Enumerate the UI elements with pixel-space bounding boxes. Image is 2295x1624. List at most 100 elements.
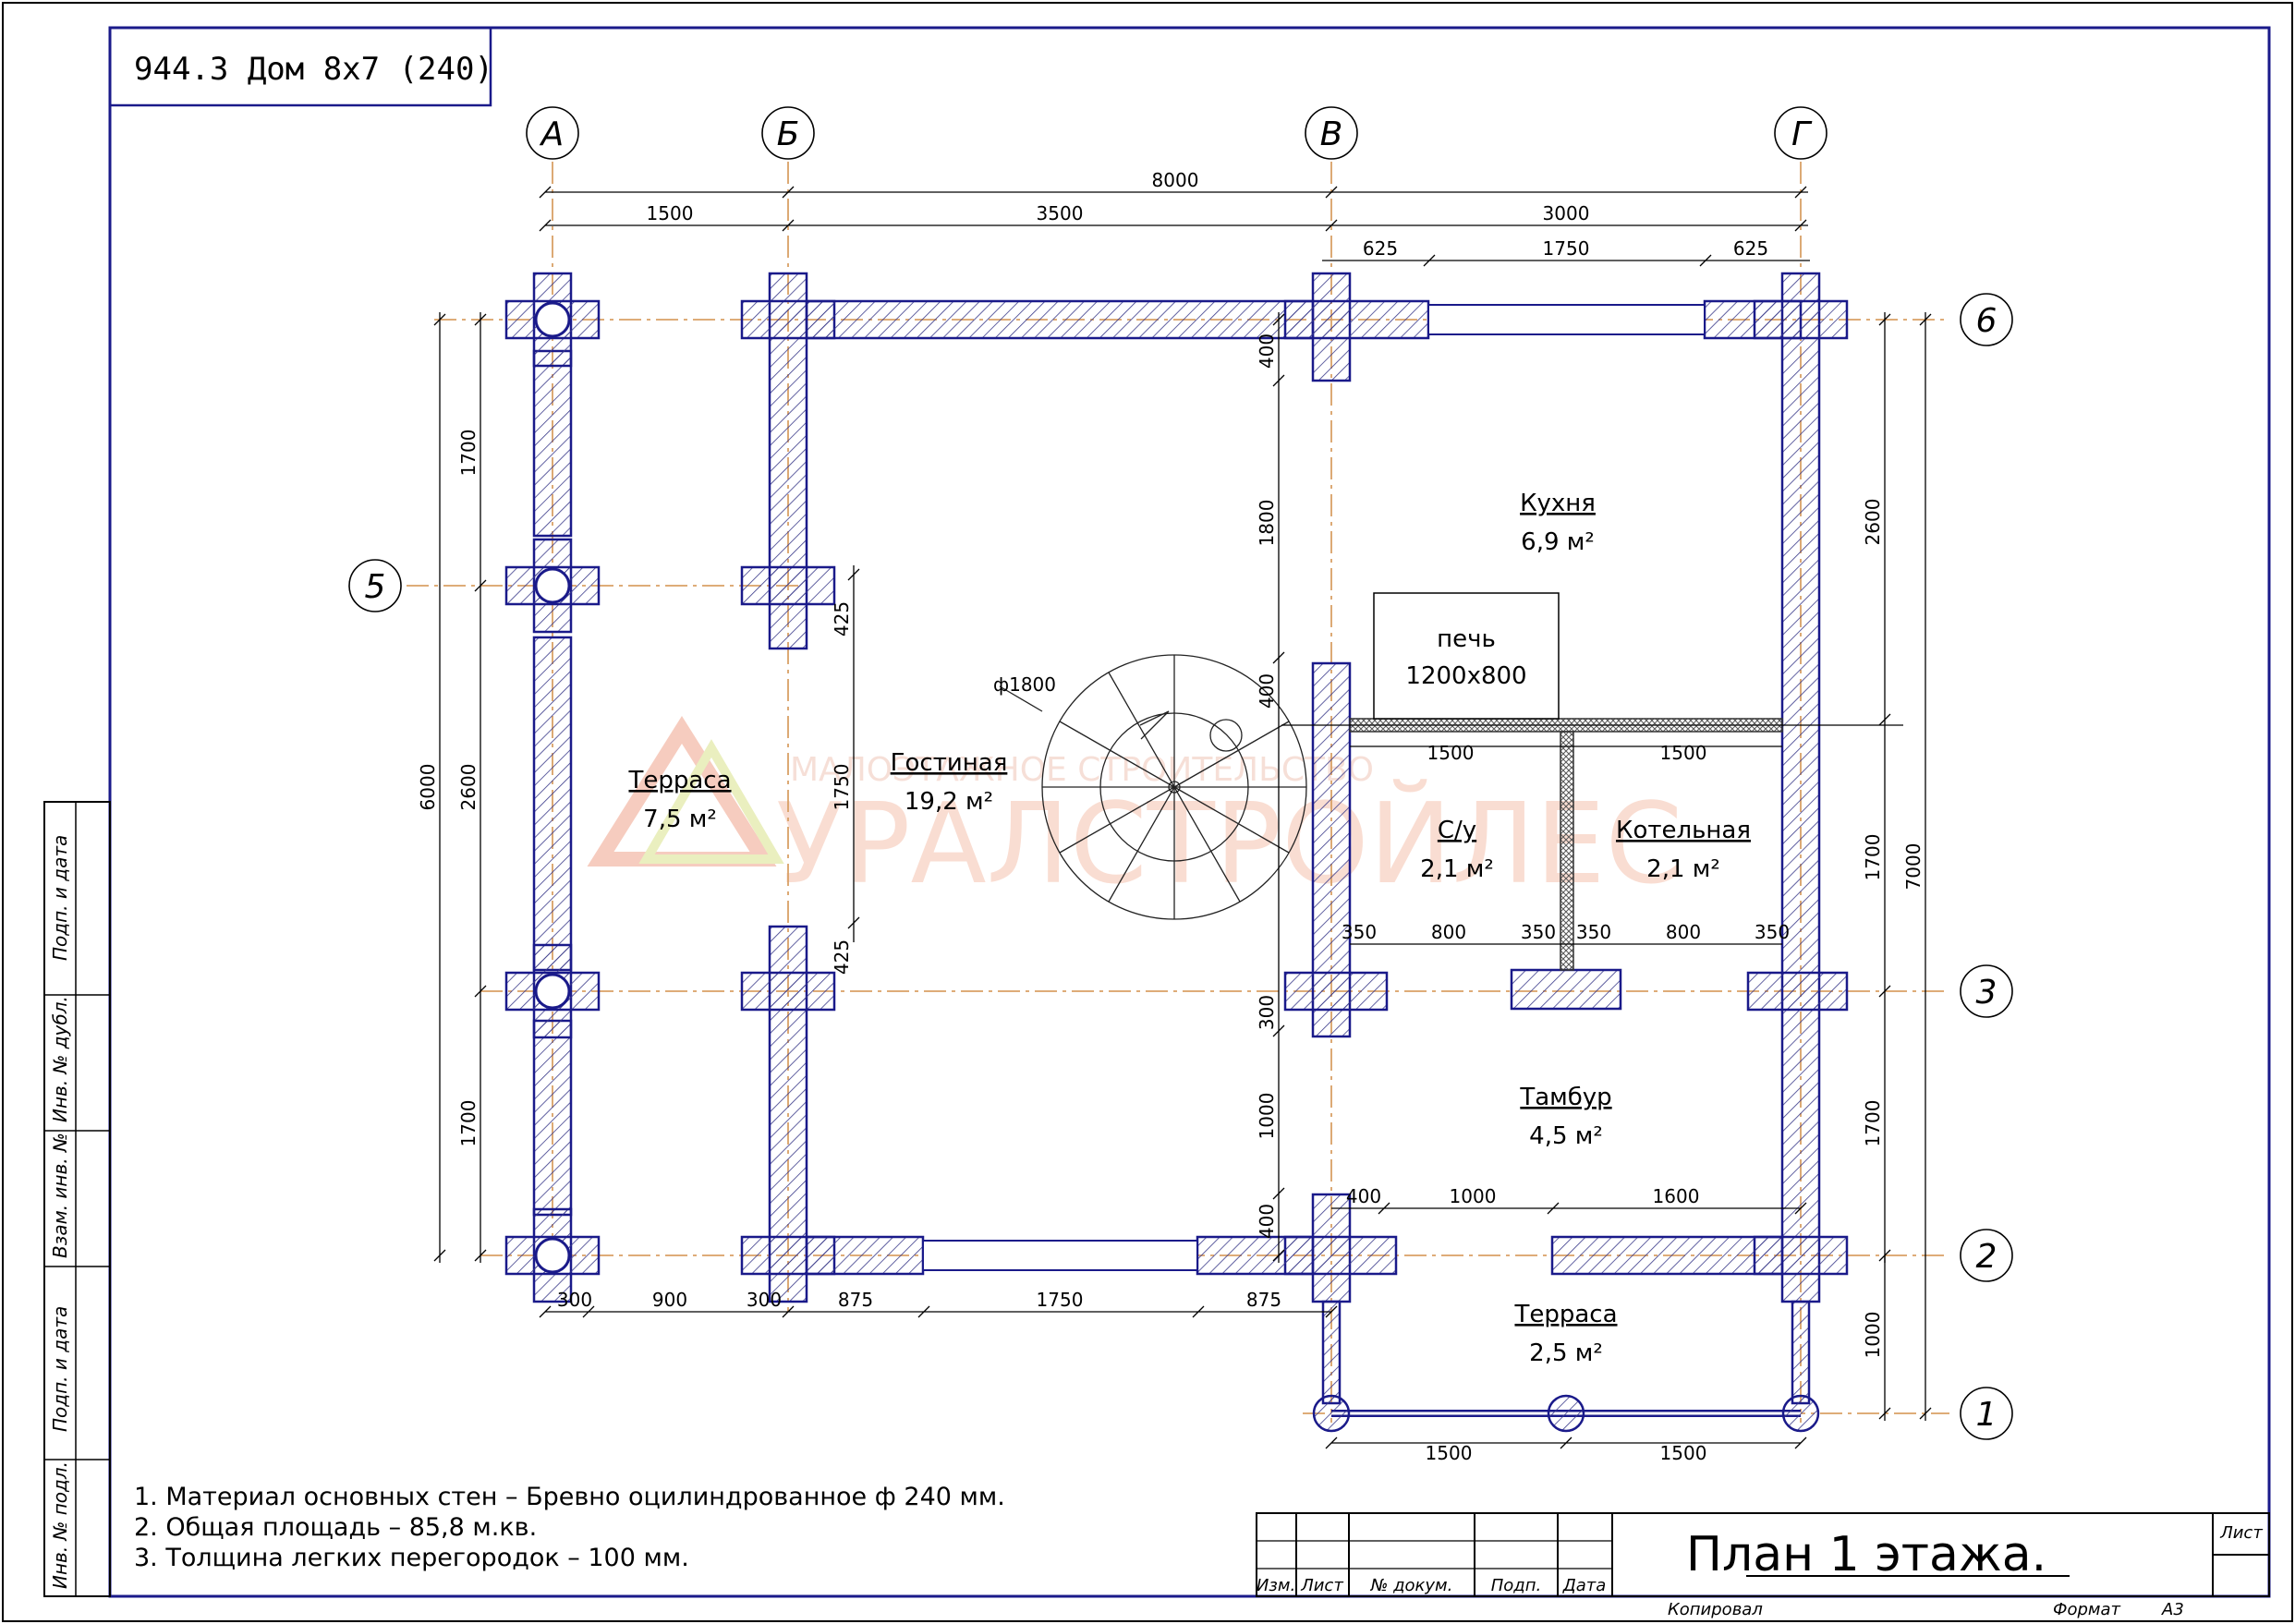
porch-posts — [1312, 1300, 1820, 1433]
axis-label-b: Б — [777, 115, 800, 153]
axis-label-g: Г — [1791, 115, 1813, 153]
dim-bottom-6: 875 — [1246, 1289, 1281, 1311]
grid-bubbles — [348, 106, 2013, 1440]
dim-porch-2: 1500 — [1660, 1442, 1707, 1464]
dim-inner-1: 400 — [1256, 333, 1278, 369]
dim-left-3: 1700 — [457, 1100, 480, 1147]
dim-inner-6: 400 — [1256, 1204, 1278, 1239]
dim-gost-2: 1750 — [831, 764, 853, 811]
room-living-name: Гостиная — [891, 749, 1008, 777]
dim-bottom-5: 1750 — [1037, 1289, 1084, 1311]
dimension-texts: 8000 1500 3500 3000 625 1750 625 6000 17… — [417, 169, 1925, 1464]
room-vestibule-area: 4,5 м² — [1529, 1122, 1603, 1150]
stamp-col-2: Лист — [1300, 1576, 1343, 1595]
room-vestibule-name: Тамбур — [1519, 1084, 1611, 1111]
stamp-format-value: А3 — [2161, 1600, 2184, 1619]
dim-right-2: 1700 — [1862, 834, 1884, 881]
dim-bottom-3: 300 — [747, 1289, 782, 1311]
project-title-box — [108, 26, 492, 107]
room-kitchen-name: Кухня — [1520, 490, 1596, 517]
dim-window-1: 625 — [1363, 237, 1398, 260]
stove-size: 1200х800 — [1405, 662, 1526, 690]
dim-gost-3: 425 — [831, 939, 853, 975]
room-boiler-area: 2,1 м² — [1646, 855, 1720, 883]
dim-top-total: 8000 — [1152, 169, 1199, 191]
dim-window-3: 625 — [1733, 237, 1768, 260]
window-openings — [922, 304, 1706, 1271]
dim-window-2: 1750 — [1543, 237, 1590, 260]
dim-gost-1: 425 — [831, 601, 853, 636]
dim-bottom-2: 900 — [652, 1289, 687, 1311]
spiral-stair — [999, 654, 1307, 920]
note-2: 2. Общая площадь – 85,8 м.кв. — [134, 1513, 537, 1542]
dim-top-1: 1500 — [647, 202, 694, 224]
dim-part-bottom-1: 350 — [1342, 921, 1377, 943]
axis-label-3: 3 — [1976, 974, 1998, 1012]
dimension-lines — [433, 186, 1932, 1449]
stamp-col-3: № докум. — [1370, 1576, 1453, 1595]
stamp-format-label: Формат — [2053, 1600, 2121, 1619]
dim-part-bottom-5: 800 — [1666, 921, 1701, 943]
stamp-sheet-label: Лист — [2219, 1523, 2263, 1543]
dim-entry-1: 400 — [1346, 1185, 1381, 1207]
stamp-copied: Копировал — [1668, 1600, 1763, 1619]
dim-inner-4: 300 — [1256, 995, 1278, 1030]
stamp-col-5: Дата — [1562, 1576, 1607, 1595]
dim-part-top-1: 1500 — [1427, 742, 1475, 764]
room-terrace-front-area: 2,5 м² — [1529, 1339, 1603, 1367]
dim-inner-3: 400 — [1256, 673, 1278, 709]
dim-part-bottom-4: 350 — [1576, 921, 1611, 943]
side-stamp: Подп. и дата Инв. № дубл. Взам. инв. № П… — [43, 801, 111, 1597]
axis-label-a: А — [540, 115, 565, 153]
dim-left-1: 1700 — [457, 430, 480, 477]
side-label-1: Подп. и дата — [49, 835, 71, 961]
axis-label-v: В — [1320, 115, 1343, 153]
note-3: 3. Толщина легких перегородок – 100 мм. — [134, 1544, 689, 1572]
room-terrace-left-name: Терраса — [627, 767, 731, 794]
note-1: 1. Материал основных стен – Бревно оцили… — [134, 1483, 1005, 1511]
side-label-5: Инв. № подл. — [49, 1461, 71, 1589]
axis-label-5: 5 — [365, 568, 386, 606]
dim-top-2: 3500 — [1037, 202, 1084, 224]
log-columns — [534, 301, 571, 1274]
side-label-3: Взам. инв. № — [49, 1133, 71, 1258]
dim-inner-5: 1000 — [1256, 1093, 1278, 1140]
dim-right-3: 1700 — [1862, 1100, 1884, 1147]
dim-part-top-2: 1500 — [1660, 742, 1707, 764]
side-label-2: Инв. № дубл. — [49, 996, 71, 1122]
stamp-col-4: Подп. — [1491, 1576, 1541, 1595]
room-living-area: 19,2 м² — [905, 788, 993, 816]
title-block — [1256, 1512, 2270, 1597]
dim-bottom-1: 300 — [557, 1289, 592, 1311]
dim-entry-3: 1600 — [1653, 1185, 1700, 1207]
dim-porch-1: 1500 — [1426, 1442, 1473, 1464]
room-terrace-front-name: Терраса — [1513, 1301, 1617, 1328]
watermark-title: УРАЛСТРОЙЛЕС — [776, 780, 1682, 909]
dim-right-1: 2600 — [1862, 499, 1884, 546]
dim-top-3: 3000 — [1543, 202, 1590, 224]
axis-label-1: 1 — [1976, 1396, 1998, 1434]
room-boiler-name: Котельная — [1616, 817, 1751, 844]
sheet-title: План 1 этажа. — [1686, 1527, 2046, 1582]
room-bath-area: 2,1 м² — [1420, 855, 1494, 883]
dim-stair: ф1800 — [993, 673, 1056, 696]
side-label-4: Подп. и дата — [49, 1306, 71, 1432]
dim-right-4: 1000 — [1862, 1312, 1884, 1359]
dim-left-2: 2600 — [457, 764, 480, 811]
dim-part-bottom-2: 800 — [1431, 921, 1466, 943]
stove-label: печь — [1437, 625, 1496, 653]
dim-entry-2: 1000 — [1450, 1185, 1497, 1207]
room-kitchen-area: 6,9 м² — [1521, 528, 1595, 556]
dim-left-total: 6000 — [417, 764, 439, 811]
room-labels: Терраса 7,5 м² Гостиная 19,2 м² Кухня 6,… — [627, 490, 1751, 1367]
room-bath-name: С/у — [1438, 817, 1476, 844]
stamp-col-1: Изм. — [1257, 1576, 1295, 1595]
general-notes: 1. Материал основных стен – Бревно оцили… — [134, 1483, 1005, 1572]
dim-bottom-4: 875 — [838, 1289, 873, 1311]
dim-part-bottom-6: 350 — [1755, 921, 1790, 943]
room-terrace-left-area: 7,5 м² — [643, 806, 717, 833]
stove — [1373, 592, 1560, 720]
project-title: 944.3 Дом 8х7 (240) — [134, 51, 493, 88]
